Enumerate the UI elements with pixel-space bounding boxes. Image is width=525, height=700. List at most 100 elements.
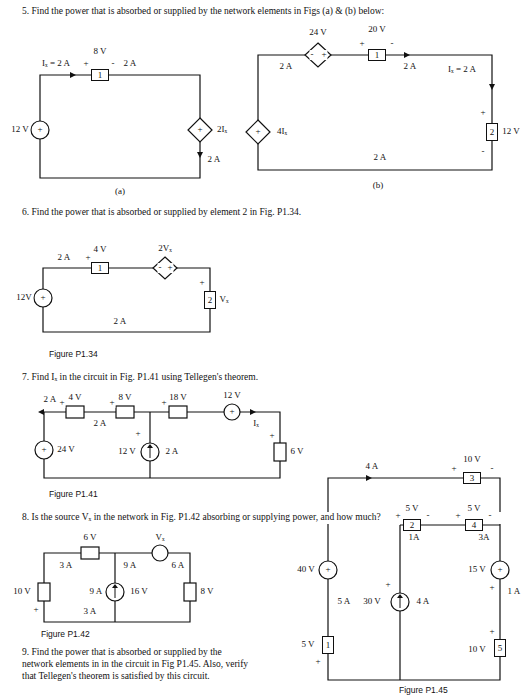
circuit-label: + <box>160 398 167 408</box>
element-number: 1 <box>98 264 103 273</box>
arrowhead <box>404 52 410 58</box>
element-box: 3 <box>463 472 481 484</box>
circuit-label: 2 A <box>93 419 108 429</box>
circuit-label: + <box>82 59 89 69</box>
wire <box>258 55 492 170</box>
element-number: 3 <box>470 474 475 483</box>
element-box: 1 <box>322 636 334 654</box>
dependent-source <box>305 43 331 67</box>
circuit-label: + <box>39 293 46 303</box>
circuit-label: 5 V <box>466 504 481 514</box>
voltage-source <box>224 404 240 420</box>
arrowhead <box>112 584 118 588</box>
problem-text: 5. Find the power that is absorbed or su… <box>22 6 512 18</box>
circuit-label: + <box>32 605 39 615</box>
voltage-source <box>152 545 168 561</box>
circuit-label: + <box>196 125 203 135</box>
circuit-label: 4Iₓ <box>276 127 288 137</box>
figure-caption: Figure P1.34 <box>48 350 99 359</box>
circuit-label: + <box>454 511 461 521</box>
circuit-label: - <box>158 263 163 273</box>
element-number: 2 <box>208 296 213 305</box>
circuit-label: 8 V <box>199 587 214 597</box>
circuit-label: + <box>40 445 47 455</box>
wire <box>43 268 210 332</box>
figure-caption: Figure P1.41 <box>48 490 99 499</box>
problem-text: 9. Find the power that is absorbed or su… <box>22 647 254 683</box>
problem-text: 7. Find Iₓ in the circuit in Fig. P1.41 … <box>22 372 512 384</box>
problem-text: 8. Is the source Vₓ in the network in Fi… <box>22 512 512 524</box>
element-box <box>66 406 84 418</box>
circuit-label: 12 V <box>117 447 137 457</box>
circuit-label: + <box>324 565 331 575</box>
element-number: 1 <box>326 641 331 650</box>
circuit-label: + <box>488 583 495 593</box>
element-box <box>38 583 50 601</box>
circuit-label: + <box>314 657 321 667</box>
circuit-label: + <box>394 511 401 521</box>
circuit-label: 2 A <box>373 153 388 163</box>
element-box: 1 <box>91 262 109 274</box>
element-box: 1 <box>91 69 109 81</box>
dependent-source <box>188 118 212 142</box>
circuit-label: 24 V <box>56 445 76 455</box>
circuit-label: + <box>58 398 65 408</box>
circuit-label: 10 V <box>462 455 482 465</box>
wire <box>44 553 190 622</box>
dependent-source <box>153 257 177 279</box>
problem-text: 6. Find the power that is absorbed or su… <box>22 207 512 219</box>
circuit-label: 2 A <box>123 59 138 69</box>
circuit-label: + <box>254 127 261 137</box>
element-number: 2 <box>410 521 415 530</box>
circuit-label: 1A <box>408 533 421 543</box>
circuit-label: 3A <box>478 533 491 543</box>
circuit-label: 8 V <box>92 47 107 57</box>
arrowhead <box>70 72 76 78</box>
element-box: 2 <box>403 519 421 531</box>
element-box <box>184 583 196 601</box>
circuit-label: 15 V <box>467 565 487 575</box>
element-box: 4 <box>465 519 483 531</box>
arrowhead <box>197 152 203 158</box>
voltage-source <box>319 561 337 579</box>
circuit-label: (b) <box>372 181 385 191</box>
arrowhead <box>38 409 44 415</box>
element-number: 2 <box>490 128 495 137</box>
circuit-label: + <box>134 429 141 439</box>
circuit-label: 9 A <box>123 561 138 571</box>
circuit-label: + <box>108 398 115 408</box>
element-box <box>169 406 187 418</box>
circuit-label: 12 V <box>10 125 30 135</box>
circuit-label: 18 V <box>168 393 188 403</box>
wire <box>40 75 200 178</box>
element-number: 1 <box>98 71 103 80</box>
arrowhead <box>397 594 403 598</box>
circuit-label: (a) <box>114 187 126 197</box>
circuit-label: 24 V <box>308 28 328 38</box>
element-box: 2 <box>486 123 498 141</box>
circuit-label: - <box>488 511 493 521</box>
circuit-label: Iₓ = 2 A <box>447 65 477 75</box>
circuit-label: + <box>228 407 235 417</box>
circuit-label: + <box>479 108 486 118</box>
circuit-label: 2 A <box>57 253 72 263</box>
element-box: 2 <box>204 291 216 309</box>
circuit-label: 20 V <box>367 25 387 35</box>
circuit-label: 2Vₓ <box>157 244 173 254</box>
circuit-label: 2 A <box>207 155 222 165</box>
voltage-source <box>31 121 49 139</box>
circuit-label: Iₓ = 2 A <box>41 59 71 69</box>
figure-caption: Figure P1.42 <box>40 630 91 639</box>
circuit-label: 6 V <box>289 447 304 457</box>
element-number: 1 <box>375 51 380 60</box>
circuit-label: 12 V <box>501 127 521 137</box>
circuit-label: 2 A <box>165 447 180 457</box>
current-source <box>391 593 409 611</box>
circuit-label: 4 V <box>67 393 82 403</box>
circuit-label: + <box>450 464 457 474</box>
circuit-label: 6 V <box>82 533 97 543</box>
element-number: 4 <box>472 521 477 530</box>
circuit-label: 12 V <box>222 391 242 401</box>
current-source <box>106 583 124 601</box>
circuit-label: + <box>36 125 43 135</box>
